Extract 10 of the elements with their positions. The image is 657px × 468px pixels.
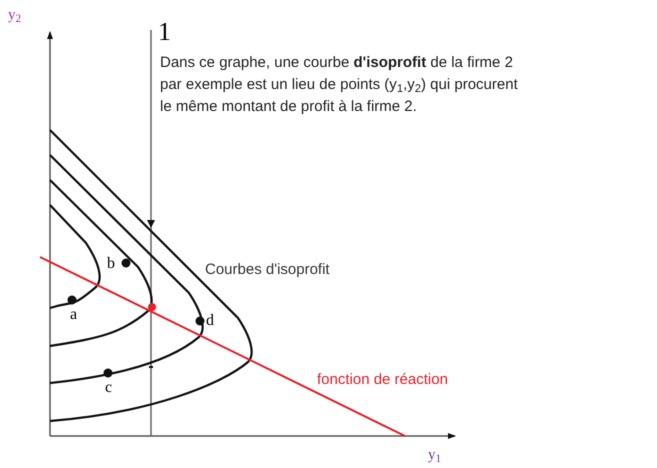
curve-label: Courbes d'isoprofit	[205, 260, 330, 280]
curve-label: fonction de réaction	[317, 370, 448, 390]
paragraph: Dans ce graphe, une courbe d'isoprofit de la firme 2 par exemple est un lieu de points (y$_{1}$,y$_{2}$) qui procurent le même montant de profit à la firme 2.	[160, 53, 519, 117]
axis-label: y$_{1}$	[428, 446, 442, 466]
point-label: a	[70, 305, 78, 325]
axis-label: y$_{2}$	[8, 6, 22, 26]
point-label: b	[107, 254, 115, 274]
point-label: c	[105, 378, 112, 398]
slide-number: 1	[158, 18, 171, 46]
point-label: d	[206, 311, 214, 331]
